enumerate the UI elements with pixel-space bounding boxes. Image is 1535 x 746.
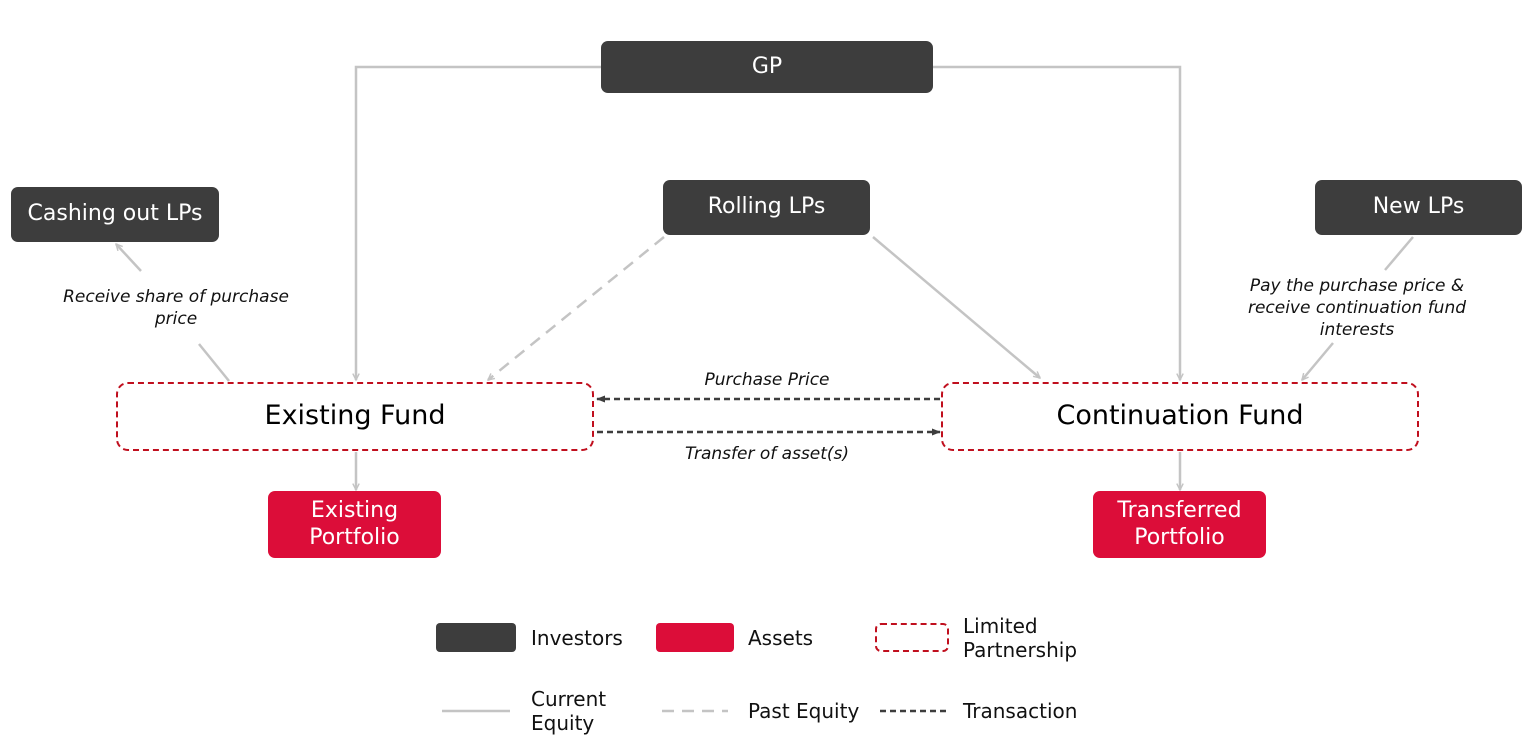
label-transfer-assets: Transfer of asset(s) xyxy=(684,444,850,464)
edge-newlps-top xyxy=(1384,236,1414,271)
edge-rolling-continuation xyxy=(872,236,1040,378)
edge-gp-existing-fund xyxy=(356,65,602,380)
label-pay-purchase: Pay the purchase price & receive continu… xyxy=(1247,276,1467,341)
legend-current-equity-label: Current Equity xyxy=(531,687,607,735)
label-purchase-price: Purchase Price xyxy=(704,370,830,390)
edge-existing-cashing-out xyxy=(198,343,230,382)
node-existing-fund: Existing Fund xyxy=(116,382,594,451)
edge-gp-continuation-fund xyxy=(932,65,1180,380)
edge-existing-cashing-out-head xyxy=(116,244,142,272)
legend-investors-swatch xyxy=(436,623,516,652)
node-new-lps: New LPs xyxy=(1315,180,1522,235)
legend-limited-partnership-label: Limited Partnership xyxy=(963,614,1078,662)
edge-rolling-existing-past xyxy=(488,236,665,380)
node-transferred-portfolio: Transferred Portfolio xyxy=(1093,491,1266,558)
node-existing-portfolio: Existing Portfolio xyxy=(268,491,441,558)
legend-assets-swatch xyxy=(656,623,734,652)
legend-transaction-label: Transaction xyxy=(963,699,1078,723)
edge-newlps-continuation xyxy=(1302,342,1334,380)
node-gp: GP xyxy=(601,41,933,93)
legend-investors-label: Investors xyxy=(531,626,623,650)
node-cashing-out-lps: Cashing out LPs xyxy=(11,187,219,242)
label-receive-share: Receive share of purchase price xyxy=(63,287,289,330)
legend-limited-partnership-swatch xyxy=(875,623,949,652)
node-rolling-lps: Rolling LPs xyxy=(663,180,870,235)
legend-past-equity-label: Past Equity xyxy=(748,699,860,723)
legend-assets-label: Assets xyxy=(748,626,814,650)
node-continuation-fund: Continuation Fund xyxy=(941,382,1419,451)
